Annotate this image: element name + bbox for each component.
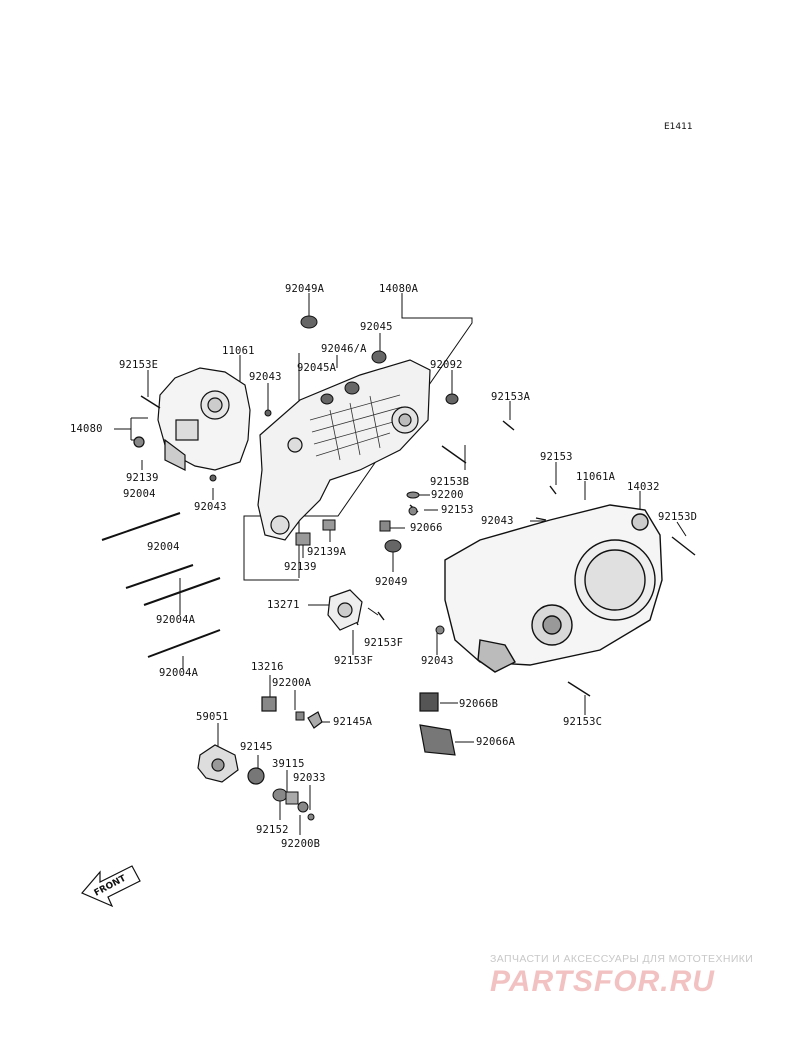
part-92049: 92049 <box>375 576 408 588</box>
part-92153e: 92153E <box>119 359 159 371</box>
part-92145: 92145 <box>240 741 273 753</box>
part-59051: 59051 <box>196 711 229 723</box>
diagram-code: E1411 <box>664 122 693 132</box>
part-92066: 92066 <box>410 522 443 534</box>
cover-13271 <box>327 589 363 631</box>
part-92153d: 92153D <box>658 511 698 523</box>
part-92043-lower: 92043 <box>421 655 454 667</box>
watermark-tagline: ЗАПЧАСТИ И АКСЕССУАРЫ ДЛЯ МОТОТЕХНИКИ <box>490 953 754 965</box>
part-13216: 13216 <box>251 661 284 673</box>
part-92139a: 92139A <box>307 546 347 558</box>
part-11061: 11061 <box>222 345 255 357</box>
part-92066b: 92066B <box>459 698 499 710</box>
part-92139-box: 92139 <box>284 561 317 573</box>
part-92200a: 92200A <box>272 677 312 689</box>
part-92153a: 92153A <box>491 391 531 403</box>
clutch-cover-14032 <box>444 504 663 673</box>
bearings-seals <box>209 315 459 553</box>
part-92066a: 92066A <box>476 736 516 748</box>
front-arrow: FRONT <box>81 865 141 908</box>
dust-covers <box>419 692 456 756</box>
part-92145a: 92145A <box>333 716 373 728</box>
part-92033: 92033 <box>293 772 326 784</box>
small-washers <box>272 491 445 821</box>
part-92046-a: 92046/A <box>321 343 367 355</box>
part-92153c: 92153C <box>563 716 603 728</box>
part-92153-washer: 92153 <box>441 504 474 516</box>
part-92045a: 92045A <box>297 362 337 374</box>
part-11061a: 11061A <box>576 471 616 483</box>
part-92152: 92152 <box>256 824 289 836</box>
part-92004-upper: 92004 <box>123 488 156 500</box>
part-13271: 13271 <box>267 599 300 611</box>
part-92092: 92092 <box>430 359 463 371</box>
part-14032: 14032 <box>627 481 660 493</box>
part-14080: 14080 <box>70 423 103 435</box>
watermark-logo: PARTSFOR.RU <box>490 965 715 998</box>
part-92043-left: 92043 <box>194 501 227 513</box>
part-92004a-upper: 92004A <box>156 614 196 626</box>
part-92200: 92200 <box>431 489 464 501</box>
right-crankcase-14080a <box>257 359 431 541</box>
part-92153f-left: 92153F <box>334 655 374 667</box>
part-92004-middle: 92004 <box>147 541 180 553</box>
part-92200b: 92200B <box>281 838 321 850</box>
part-92049a: 92049A <box>285 283 325 295</box>
part-92045: 92045 <box>360 321 393 333</box>
stud-rods <box>101 512 221 658</box>
part-14080a: 14080A <box>379 283 419 295</box>
part-92004a-lower: 92004A <box>159 667 199 679</box>
part-39115: 39115 <box>272 758 305 770</box>
part-92139-left: 92139 <box>126 472 159 484</box>
part-92043-cover: 92043 <box>481 515 514 527</box>
kickstarter-parts <box>197 696 323 785</box>
part-92043-upper: 92043 <box>249 371 282 383</box>
part-92153f-right: 92153F <box>364 637 404 649</box>
part-92153-cover: 92153 <box>540 451 573 463</box>
left-crankcase-14080 <box>133 367 251 471</box>
part-92153b: 92153B <box>430 476 470 488</box>
